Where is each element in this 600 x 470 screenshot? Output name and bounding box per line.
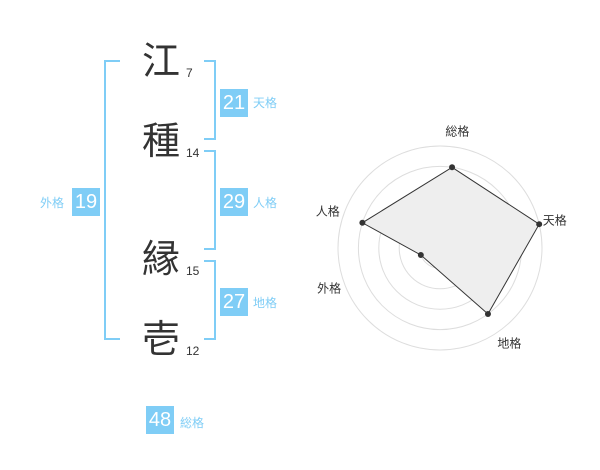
gaikaku-label: 外格 bbox=[40, 196, 65, 210]
chikaku-value-badge: 27 bbox=[220, 288, 248, 316]
stroke-count-2: 14 bbox=[186, 146, 200, 160]
soukaku-label: 総格 bbox=[180, 416, 205, 430]
gaikaku-value-badge: 19 bbox=[72, 188, 100, 216]
radar-point-5 bbox=[359, 219, 366, 226]
radar-ring-5 bbox=[337, 145, 543, 351]
radar-point-2 bbox=[536, 221, 543, 228]
stroke-count-3: 15 bbox=[186, 264, 200, 278]
chikaku-label: 地格 bbox=[253, 296, 278, 310]
radar-point-1 bbox=[449, 164, 456, 171]
radar-area bbox=[361, 166, 540, 315]
radar-axis-label-5: 人格 bbox=[316, 204, 340, 219]
radar-axis-label-3: 地格 bbox=[497, 335, 521, 350]
stroke-count-4: 12 bbox=[186, 344, 200, 358]
radar-axis-label-4: 外格 bbox=[317, 280, 341, 295]
jinkaku-value-badge: 29 bbox=[220, 188, 248, 216]
tenkaku-value-badge: 21 bbox=[220, 89, 248, 117]
radar-axis-label-1: 総格 bbox=[445, 123, 469, 138]
soukaku-value-badge: 48 bbox=[146, 406, 174, 434]
tenkaku-bracket bbox=[204, 60, 216, 140]
tenkaku-label: 天格 bbox=[253, 96, 278, 110]
name-char-2: 種 bbox=[142, 119, 181, 163]
radar-point-3 bbox=[484, 311, 491, 318]
radar-point-4 bbox=[417, 251, 424, 258]
radar-axis-label-2: 天格 bbox=[543, 212, 567, 227]
jinkaku-bracket bbox=[204, 150, 216, 250]
name-char-3: 縁 bbox=[142, 237, 181, 281]
chikaku-bracket bbox=[204, 260, 216, 340]
name-char-4: 壱 bbox=[142, 317, 181, 361]
jinkaku-label: 人格 bbox=[253, 196, 278, 210]
stroke-count-1: 7 bbox=[186, 66, 193, 80]
gaikaku-bracket bbox=[104, 60, 120, 340]
name-char-1: 江 bbox=[142, 39, 181, 83]
